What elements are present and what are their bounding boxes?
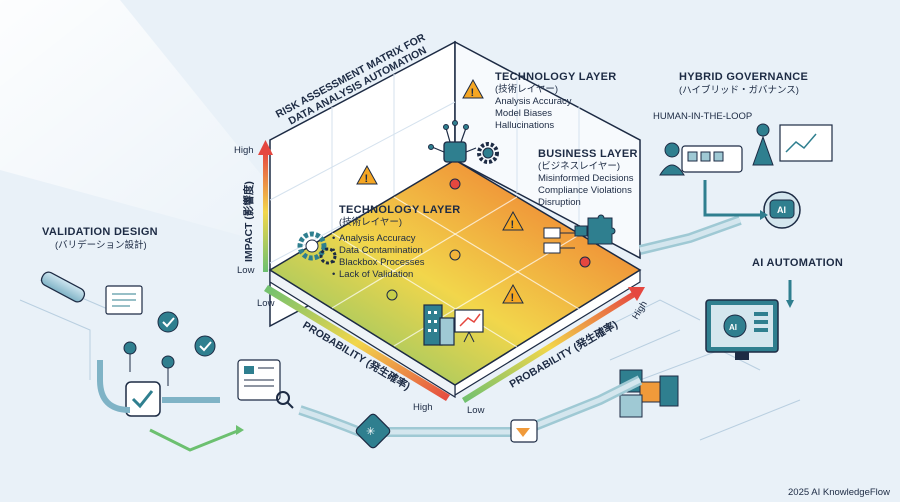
probability-right-axis-bar <box>462 292 635 403</box>
hybrid-title: HYBRID GOVERNANCE <box>679 71 808 83</box>
tech-top-title: TECHNOLOGY LAYER <box>495 71 617 83</box>
probability-left-axis-bar <box>264 285 450 401</box>
flow-arrow-right <box>760 210 768 220</box>
ai-chip-icon <box>428 120 477 163</box>
warning-icon: ! <box>502 283 524 304</box>
validation-design-block: VALIDATION DESIGN (バリデーション設計) <box>42 226 158 251</box>
tech-top-subtitle: (技術レイヤー) <box>495 83 558 95</box>
hybrid-subtitle: (ハイブリッド・ガバナンス) <box>679 84 799 96</box>
flow-pipes <box>97 180 792 452</box>
business-title: BUSINESS LAYER <box>538 148 638 160</box>
human-in-the-loop-illustration <box>659 123 833 176</box>
tech-center-title: TECHNOLOGY LAYER <box>339 204 461 216</box>
risk-marker <box>449 178 461 190</box>
tech-top-item: Model Biases <box>495 108 552 119</box>
matrix-floor <box>268 159 642 386</box>
impact-low-label: Low <box>237 265 255 276</box>
flow-arrow-down <box>786 300 794 308</box>
hybrid-governance-block: HYBRID GOVERNANCE (ハイブリッド・ガバナンス) HUMAN-I… <box>653 71 808 122</box>
svg-text:AI: AI <box>729 323 737 332</box>
pipe-valve-icon: ✳ <box>355 413 391 449</box>
check-badge-icon <box>157 311 179 333</box>
svg-text:!: ! <box>511 219 515 231</box>
svg-text:•: • <box>332 269 335 280</box>
flow-arrow-right <box>236 425 244 435</box>
report-document-icon <box>237 359 294 409</box>
business-subtitle: (ビジネスレイヤー) <box>538 161 620 172</box>
business-item: Compliance Violations <box>538 185 632 196</box>
footer-credit: 2025 AI KnowledgeFlow <box>788 487 890 498</box>
svg-text:•: • <box>332 245 335 256</box>
validation-subtitle: (バリデーション設計) <box>55 239 147 251</box>
business-item: Disruption <box>538 197 581 208</box>
tech-top-item: Analysis Accuracy <box>495 96 572 107</box>
probability-right-arrow <box>628 287 645 301</box>
gear-icon <box>297 231 337 265</box>
svg-text:•: • <box>332 257 335 268</box>
tech-top-item: Hallucinations <box>495 120 554 131</box>
svg-text:!: ! <box>471 87 475 99</box>
probability-right-low: Low <box>467 405 485 416</box>
svg-text:•: • <box>332 233 335 244</box>
technology-layer-top-block: TECHNOLOGY LAYER (技術レイヤー) Analysis Accur… <box>495 71 617 131</box>
probability-right-high: High <box>630 299 650 321</box>
business-item: Misinformed Decisions <box>538 173 634 184</box>
risk-marker <box>579 256 591 268</box>
pipe-junction-icon <box>510 419 538 443</box>
impact-axis-bar <box>263 152 268 272</box>
impact-axis-label: IMPACT (影響度) <box>242 181 255 262</box>
tech-center-subtitle: (技術レイヤー) <box>339 216 402 228</box>
office-building-icon <box>423 304 455 346</box>
impact-axis-arrow <box>258 140 273 155</box>
light-beam <box>0 0 330 260</box>
robot-ai-icon: AI <box>763 191 801 229</box>
checklist-monitor-icon <box>105 285 143 315</box>
probability-left-high: High <box>413 402 433 413</box>
ai-badge-text: AI <box>777 205 786 215</box>
business-layer-block: BUSINESS LAYER (ビジネスレイヤー) Misinformed De… <box>538 148 638 208</box>
validation-title: VALIDATION DESIGN <box>42 226 158 238</box>
check-pin-icon <box>123 341 175 386</box>
process-flow-icon <box>543 225 588 254</box>
tech-center-item: Data Contamination <box>339 245 423 256</box>
risk-marker <box>449 249 461 261</box>
tech-center-item: Lack of Validation <box>339 269 413 280</box>
warning-icon: ! <box>502 210 524 231</box>
svg-text:!: ! <box>511 292 515 304</box>
probability-left-low: Low <box>257 298 275 309</box>
tech-center-item: Analysis Accuracy <box>339 233 416 244</box>
validation-checkbox-icon <box>125 381 161 417</box>
svg-text:✳: ✳ <box>366 426 375 438</box>
svg-text:!: ! <box>365 173 369 185</box>
puzzle-icon <box>587 214 616 245</box>
ai-automation-label: AI AUTOMATION <box>752 257 843 269</box>
hitl-label: HUMAN-IN-THE-LOOP <box>653 111 752 122</box>
impact-high-label: High <box>234 145 254 156</box>
tech-center-item: Blackbox Processes <box>339 257 425 268</box>
risk-marker <box>386 289 398 301</box>
tech-center-bullets: •••• <box>332 233 335 280</box>
warning-icon: ! <box>462 78 484 99</box>
data-cubes-icon <box>619 369 679 418</box>
warning-icon: ! <box>356 164 378 185</box>
strategy-board-icon <box>454 309 484 343</box>
technology-layer-center-block: TECHNOLOGY LAYER (技術レイヤー) Analysis Accur… <box>339 204 461 280</box>
ai-monitor-icon: AI <box>705 299 779 360</box>
gear-icon <box>477 142 499 164</box>
check-badge-icon <box>194 335 216 357</box>
pipe-inlet <box>40 271 86 303</box>
